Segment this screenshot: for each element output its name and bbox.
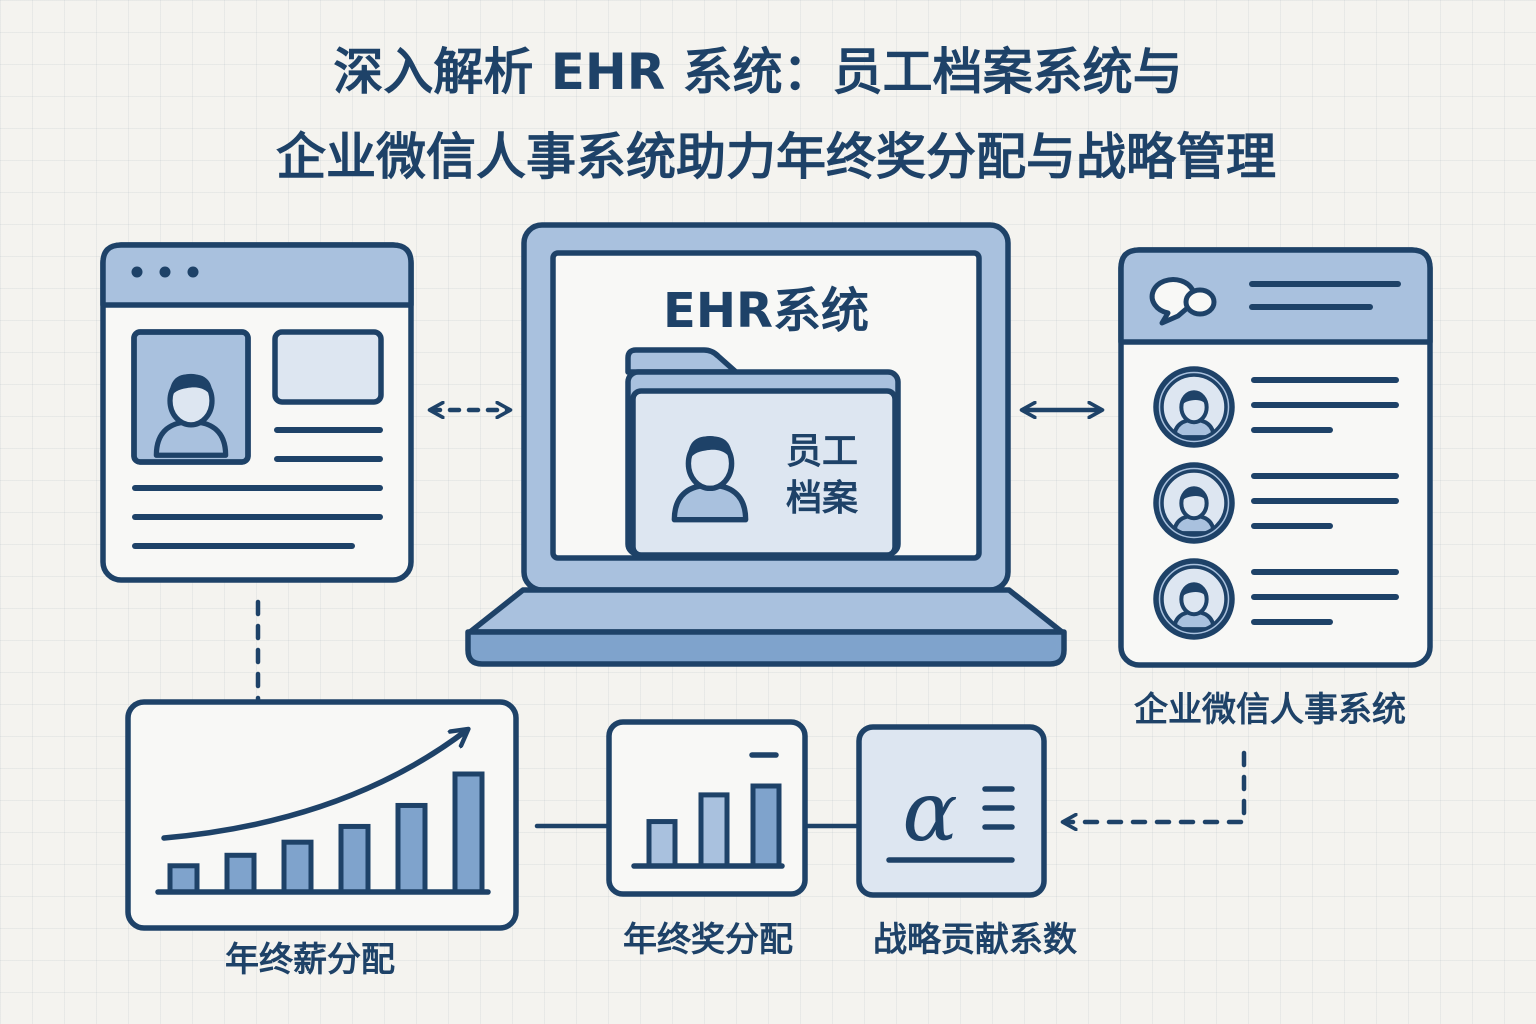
alpha-symbol: α — [902, 765, 957, 860]
list-item — [1153, 462, 1235, 544]
window-dot-icon — [131, 266, 143, 278]
chart-bar — [395, 802, 428, 895]
coefficient-card: α — [856, 724, 1047, 898]
wechat-panel-label: 企业微信人事系统 — [1134, 690, 1406, 730]
chart-bar — [452, 771, 485, 895]
window-dot-icon — [159, 266, 171, 278]
trend-arrow-icon — [161, 730, 467, 841]
folder-label-line-1: 员工 — [786, 431, 858, 472]
coefficient-label: 战略贡献系数 — [873, 920, 1077, 960]
contact-avatar-icon — [1160, 373, 1228, 441]
contact-avatar-icon — [1160, 469, 1228, 537]
salary-chart-card — [125, 699, 519, 931]
bonus-bars — [646, 783, 782, 869]
contact-avatar-icon — [1160, 565, 1228, 633]
list-item — [1153, 366, 1235, 448]
list-item — [1153, 558, 1235, 640]
employee-folder-icon: 员工 档案 — [625, 347, 901, 558]
laptop: EHR系统 员工 档案 — [465, 222, 1067, 667]
profile-window — [100, 242, 414, 583]
salary-bars — [167, 771, 485, 895]
bonus-chart-label: 年终奖分配 — [623, 920, 793, 960]
chart-bar — [338, 823, 371, 895]
laptop-screen-title: EHR系统 — [663, 283, 869, 339]
chart-bar — [750, 783, 782, 869]
chart-bar — [167, 863, 200, 895]
window-dot-icon — [187, 266, 199, 278]
salary-chart-label: 年终薪分配 — [225, 940, 395, 980]
wechat-hr-panel — [1118, 247, 1433, 668]
chart-bar — [646, 819, 678, 869]
chart-bar — [698, 792, 730, 869]
page-title-line-1: 深入解析 EHR 系统：员工档案系统与 — [333, 43, 1183, 101]
chart-bar — [281, 839, 314, 895]
chart-bar — [224, 852, 257, 895]
arrow-wechat-coefficient — [1064, 750, 1247, 822]
text-lines-icon — [886, 786, 1015, 863]
folder-label-line-2: 档案 — [786, 478, 859, 519]
contact-list — [1153, 366, 1235, 640]
page-title-line-2: 企业微信人事系统助力年终奖分配与战略管理 — [276, 128, 1276, 186]
chat-bubbles-icon — [1149, 277, 1217, 326]
bonus-chart-card — [606, 719, 808, 897]
